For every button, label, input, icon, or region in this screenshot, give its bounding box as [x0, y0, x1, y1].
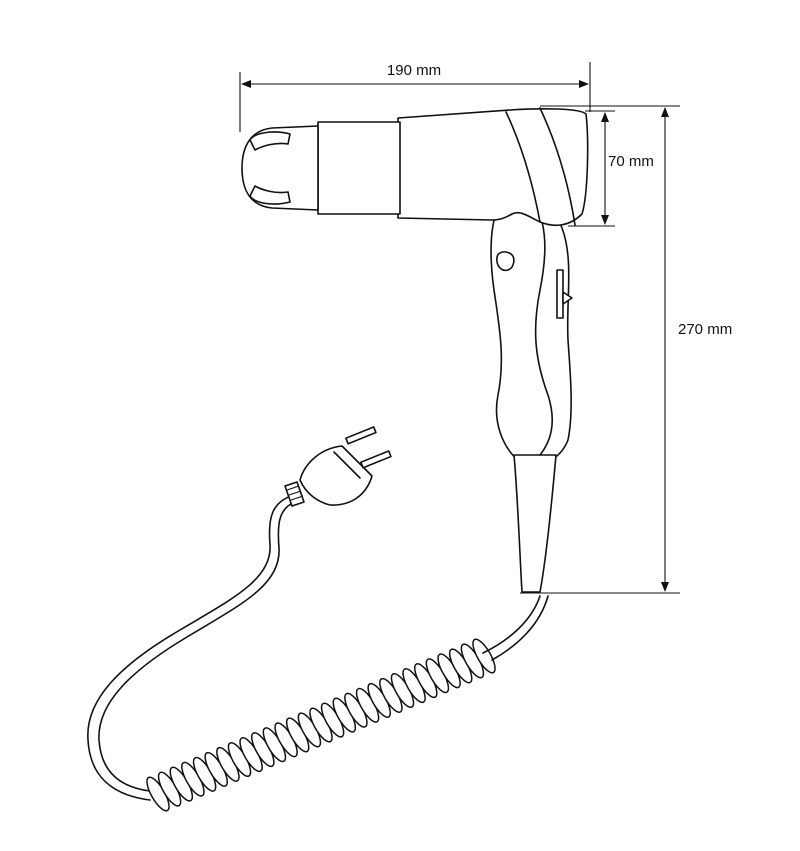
cord-to-handle-inner	[491, 595, 549, 661]
dryer-handle-stem	[513, 454, 557, 593]
plug-pin-top	[345, 426, 377, 445]
nozzle-height-label: 70 mm	[608, 153, 654, 170]
dryer-nozzle-slot-bottom	[249, 185, 291, 205]
plug-strain-relief	[284, 481, 305, 507]
dryer-rear-seam-2	[539, 107, 576, 226]
cord-outer-line	[87, 493, 299, 801]
plug-body	[299, 445, 373, 506]
plug-grip-line-1	[286, 485, 300, 491]
plug-grip-line-2	[288, 490, 302, 496]
dryer-front-button[interactable]	[496, 251, 515, 272]
cord-inner-line	[98, 499, 301, 792]
dryer-main-body	[397, 108, 589, 227]
total-height-label: 270 mm	[678, 321, 732, 338]
cord-coil-loop	[472, 638, 496, 674]
plug-grip-line-3	[290, 495, 304, 501]
total-height-dimension: 270 mm	[520, 105, 732, 594]
dryer-nozzle-slot-top	[249, 131, 291, 151]
coiled-cord-icon	[87, 493, 549, 812]
power-plug-icon	[284, 426, 392, 507]
nozzle-height-dimension: 70 mm	[568, 110, 654, 227]
cord-to-handle-outer	[482, 595, 541, 654]
dryer-nozzle-collar	[317, 121, 401, 215]
cord-coil	[146, 638, 496, 812]
dryer-side-switch	[556, 269, 564, 319]
dryer-handle-contour	[525, 185, 553, 456]
dryer-rear-seam-1	[505, 111, 541, 223]
plug-seam	[333, 451, 361, 479]
plug-pin-bottom	[360, 450, 392, 469]
dryer-switch-lever	[562, 291, 573, 305]
hair-dryer-icon	[241, 107, 589, 593]
width-label: 190 mm	[387, 62, 441, 79]
width-dimension: 190 mm	[239, 62, 591, 132]
